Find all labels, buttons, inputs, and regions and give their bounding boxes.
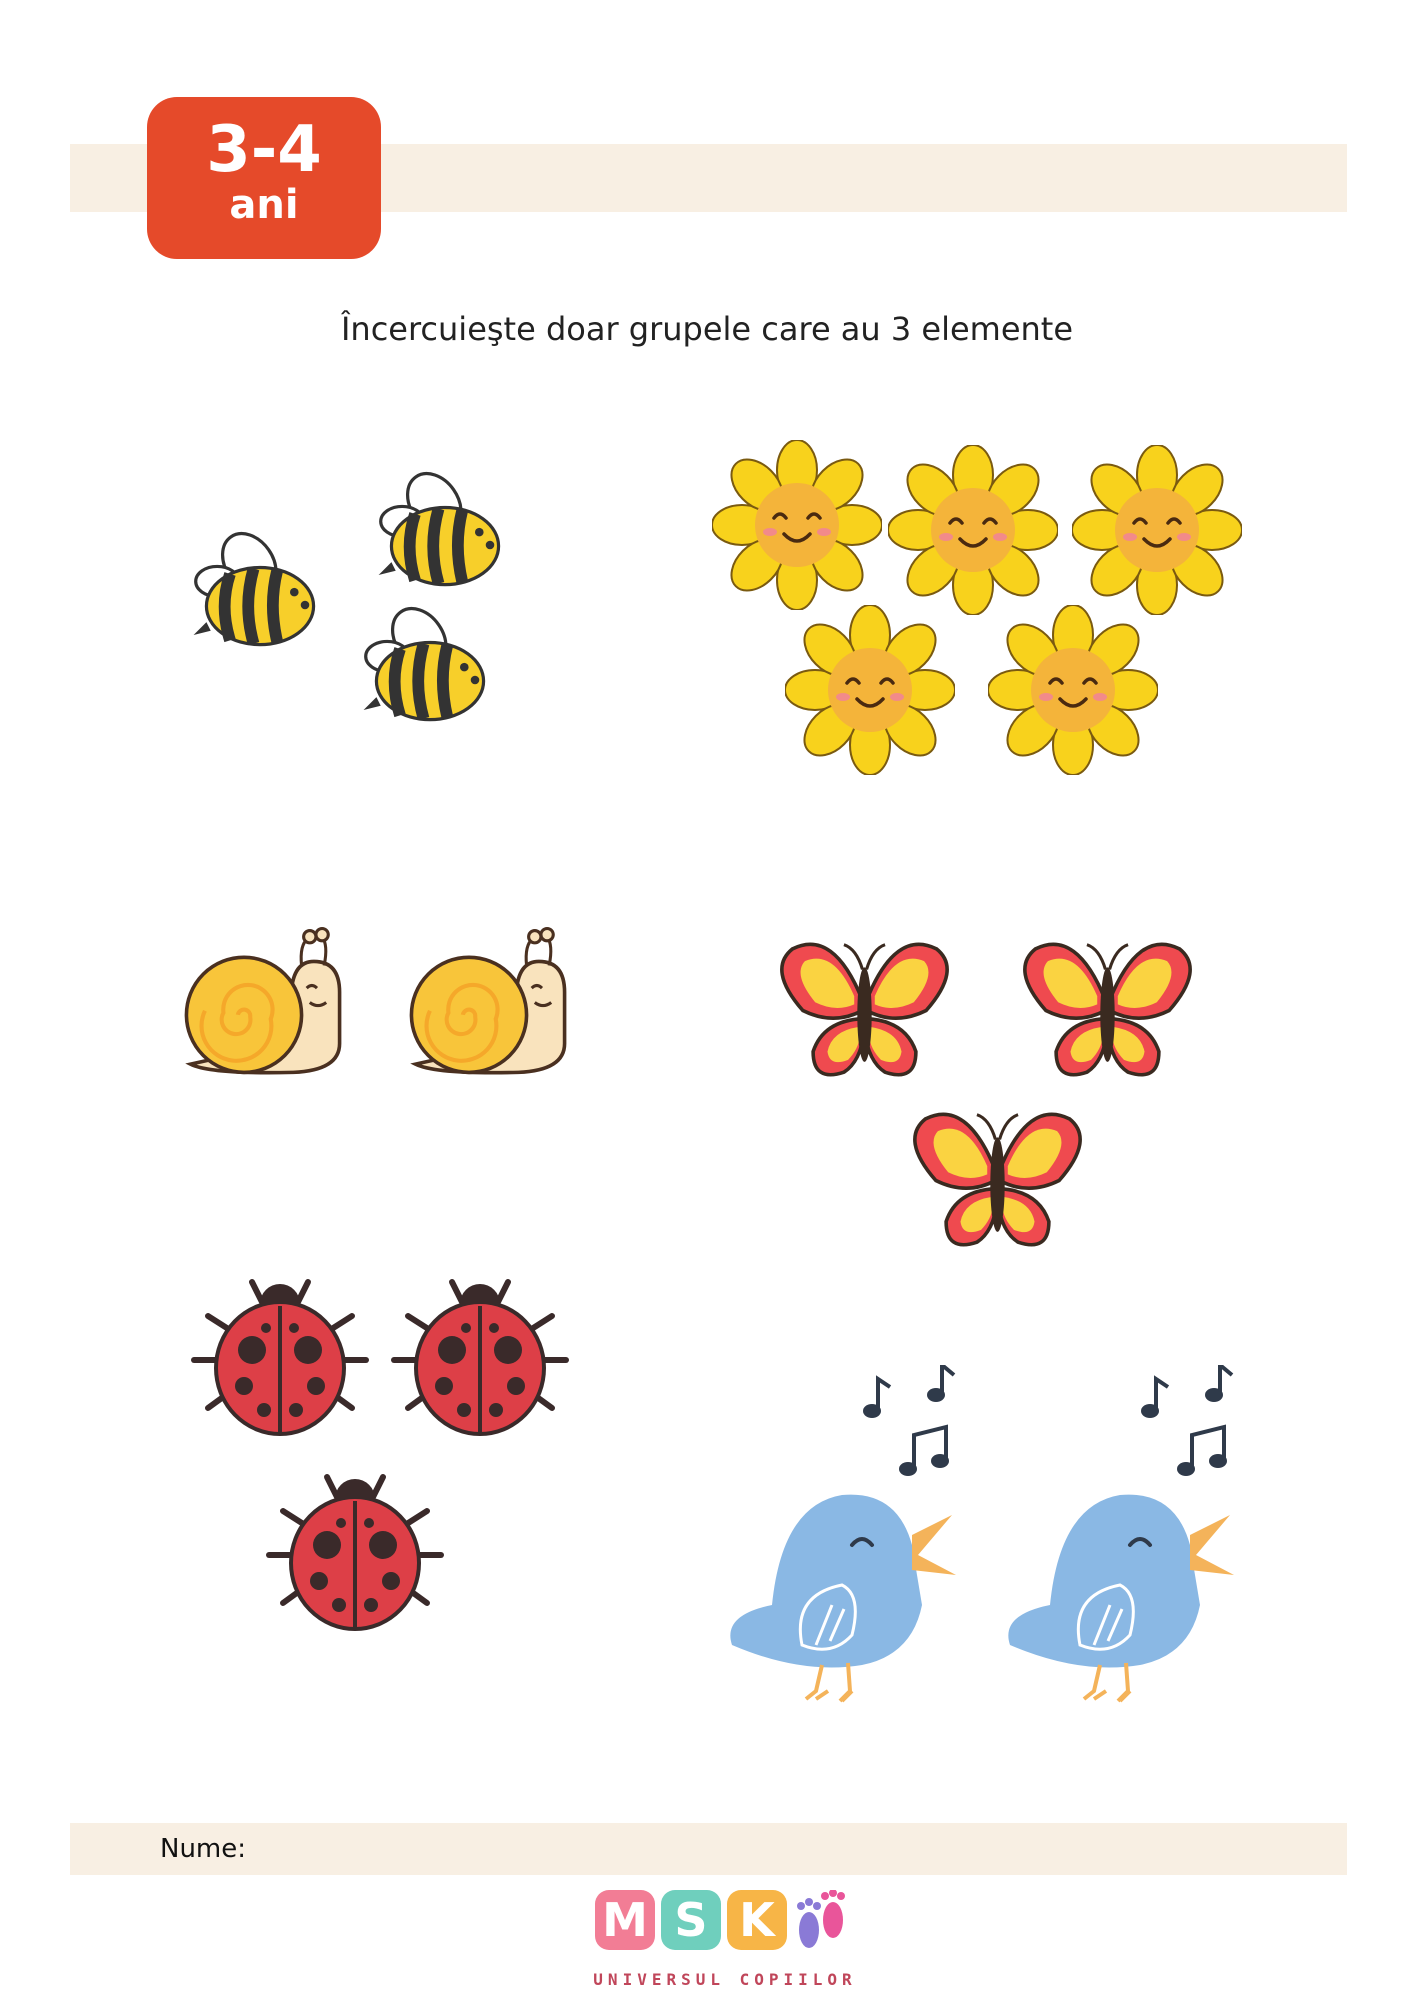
footprints-icon	[797, 1890, 845, 1948]
name-label: Nume:	[160, 1834, 247, 1864]
logo-letter-m: M	[595, 1890, 655, 1950]
age-range: 3-4	[206, 113, 322, 187]
butterfly-icon	[905, 1098, 1090, 1263]
instruction-text: Încercuieşte doar grupele care au 3 elem…	[340, 310, 1074, 348]
ladybug-icon	[265, 1465, 445, 1645]
bee-icon	[355, 590, 505, 740]
sunflower-icon	[1072, 445, 1242, 615]
sunflower-icon	[785, 605, 955, 775]
msk-logo: M S K UNIVERSUL COPIILOR	[593, 1890, 855, 2000]
sunflower-icon	[988, 605, 1158, 775]
snail-icon	[170, 920, 355, 1085]
sunflower-icon	[888, 445, 1058, 615]
bee-icon	[370, 455, 520, 605]
sunflower-icon	[712, 440, 882, 610]
name-band	[70, 1823, 1347, 1875]
age-badge: 3-4 ani	[147, 97, 381, 259]
logo-letter-k: K	[727, 1890, 787, 1950]
bee-icon	[185, 515, 335, 665]
snail-icon	[395, 920, 580, 1085]
bird-icon	[990, 1365, 1270, 1705]
ladybug-icon	[390, 1270, 570, 1450]
logo-tagline: UNIVERSUL COPIILOR	[593, 1970, 857, 1989]
ladybug-icon	[190, 1270, 370, 1450]
logo-letter-s: S	[661, 1890, 721, 1950]
butterfly-icon	[772, 928, 957, 1093]
age-unit: ani	[229, 182, 299, 228]
butterfly-icon	[1015, 928, 1200, 1093]
bird-icon	[712, 1365, 992, 1705]
